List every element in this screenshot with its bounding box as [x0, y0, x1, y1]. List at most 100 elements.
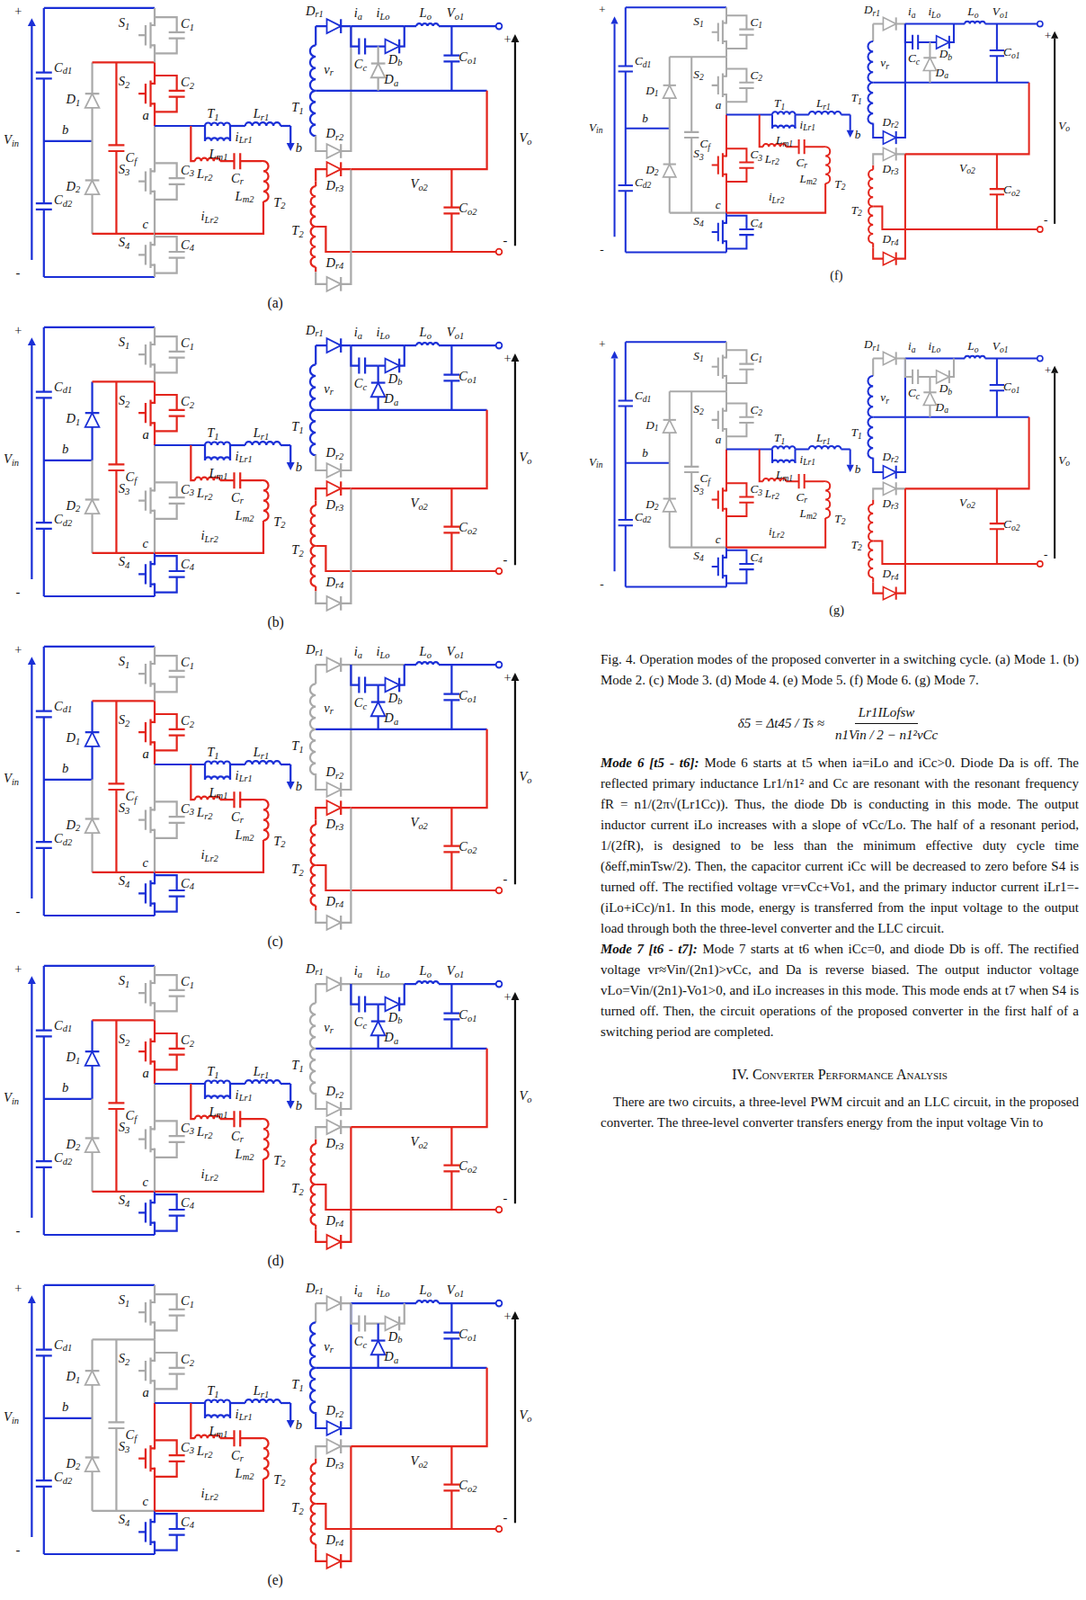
component-label: T1 — [206, 1064, 219, 1078]
component-label: + — [13, 641, 23, 656]
diode-symbol — [327, 915, 342, 930]
diode-bar — [339, 1295, 342, 1310]
gap — [168, 251, 187, 259]
gap — [35, 391, 54, 399]
component-label: Db — [388, 52, 403, 66]
inductor-symbol — [245, 441, 281, 446]
component-label: C4 — [180, 875, 195, 890]
wire — [404, 1301, 417, 1304]
gap — [152, 1361, 157, 1380]
component-label: S4 — [693, 549, 704, 561]
component-label: Cd1 — [53, 60, 72, 74]
wire — [43, 965, 45, 1235]
diode-bar — [85, 411, 100, 414]
component-label: Lm1 — [208, 1104, 228, 1119]
component-label: T2 — [273, 514, 285, 528]
diode-bar — [371, 1338, 386, 1341]
gap — [233, 151, 241, 170]
component-label: - — [503, 872, 508, 886]
text-column: Fig. 4. Operation modes of the proposed … — [600, 649, 1079, 1133]
diode-symbol — [663, 419, 677, 433]
component-label: Dr3 — [881, 162, 899, 175]
component-label: Cc — [354, 695, 367, 710]
wire — [315, 89, 487, 92]
component-label: Dr1 — [863, 3, 881, 16]
component-label: C3 — [180, 801, 195, 815]
capacitor-symbol — [169, 178, 186, 185]
component-label: C2 — [180, 75, 195, 90]
component-label: Lr1 — [253, 1064, 269, 1078]
component-label: Cr — [231, 489, 244, 504]
component-label: Lo — [967, 5, 979, 18]
wire — [614, 24, 616, 238]
gap — [683, 466, 700, 472]
inductor-symbol — [416, 23, 439, 27]
arrowhead — [286, 1100, 295, 1109]
gap — [152, 722, 157, 741]
component-label: b — [641, 445, 649, 458]
inductor-symbol — [416, 980, 439, 984]
component-label: T2 — [291, 862, 303, 876]
capacitor-symbol — [443, 55, 460, 63]
capacitor-symbol — [912, 369, 918, 384]
component-label: c — [142, 217, 149, 232]
wire — [350, 409, 487, 489]
gap — [442, 1013, 461, 1020]
mosfet-symbol — [138, 341, 155, 368]
inductor-symbol — [263, 160, 269, 202]
wire — [43, 646, 45, 916]
component-label: S1 — [118, 654, 131, 668]
wire — [92, 380, 155, 383]
component-label: S4 — [118, 235, 131, 250]
component-label: Lr2 — [196, 1124, 213, 1139]
capacitor-symbol — [169, 1528, 186, 1535]
subfigure-label: (b) — [267, 614, 284, 630]
inductor-symbol — [245, 122, 281, 126]
capacitor-symbol — [799, 139, 805, 154]
component-label: Da — [383, 1349, 399, 1363]
component-label: Co1 — [458, 50, 477, 64]
wire — [726, 183, 826, 214]
component-label: S3 — [118, 1438, 131, 1452]
diode-symbol — [327, 1119, 342, 1134]
inductor-symbol — [204, 761, 231, 766]
component-label: iLo — [375, 644, 390, 659]
inductor-symbol — [964, 356, 985, 359]
diode-bar — [339, 1101, 342, 1116]
gap — [168, 1135, 187, 1142]
subfigure-label: (d) — [267, 1253, 284, 1268]
component-label: Lm2 — [800, 507, 818, 519]
wire — [315, 1503, 496, 1529]
diode-symbol — [371, 1021, 386, 1036]
arrowhead — [27, 656, 36, 665]
component-label: + — [13, 961, 23, 975]
component-label: Cd2 — [53, 1150, 72, 1165]
wire — [154, 1158, 264, 1192]
arrowhead — [846, 464, 855, 472]
inductor-symbol — [245, 1079, 281, 1084]
component-label: ia — [354, 325, 363, 339]
wire — [872, 488, 906, 593]
component-label: Lm2 — [235, 189, 255, 204]
component-label: Vo1 — [446, 644, 464, 659]
gap — [738, 162, 755, 169]
diode-symbol — [882, 147, 896, 161]
terminal — [496, 980, 503, 988]
diode-symbol — [384, 358, 400, 374]
gap — [152, 491, 157, 510]
component-label: T2 — [291, 1181, 303, 1195]
component-label: S2 — [118, 74, 131, 89]
component-label: Lm1 — [208, 785, 228, 800]
component-label: Co2 — [458, 839, 477, 854]
gap — [168, 670, 187, 677]
wire — [625, 462, 670, 464]
wire — [154, 839, 264, 873]
component-label: Vo2 — [409, 177, 428, 191]
component-label: + — [597, 3, 606, 16]
component-label: Lr2 — [196, 167, 213, 181]
component-label: b — [641, 111, 649, 124]
component-label: Dr3 — [325, 178, 344, 192]
wire — [514, 361, 517, 565]
component-label: D2 — [645, 163, 659, 176]
mosfet-symbol — [138, 560, 155, 588]
